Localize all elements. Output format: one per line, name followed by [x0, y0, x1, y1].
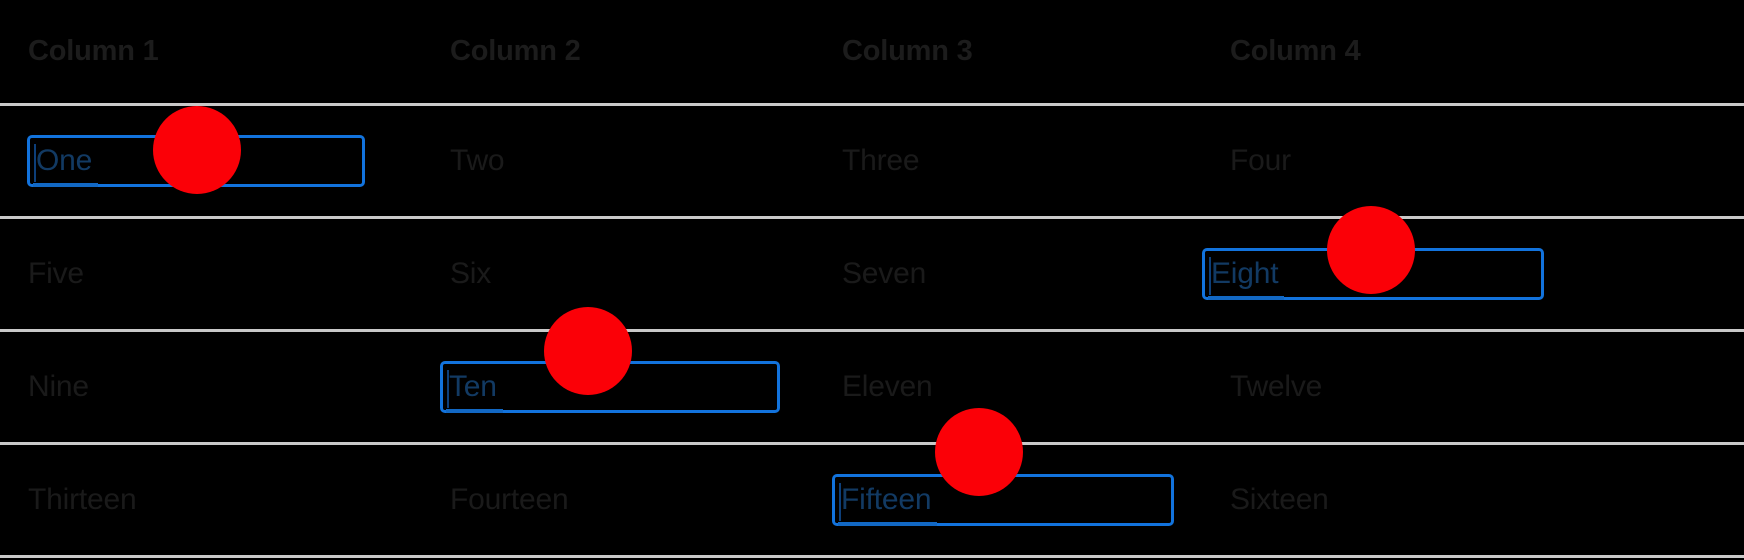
column-header-label: Column 3: [842, 35, 973, 67]
cell-text-input[interactable]: One: [27, 135, 365, 187]
table-cell-r3c2[interactable]: Ten: [422, 332, 814, 442]
cell-value: Seven: [842, 257, 927, 290]
column-header-4[interactable]: Column 4: [1202, 0, 1744, 103]
cell-text-input[interactable]: Fifteen: [832, 474, 1174, 526]
text-caret: [839, 483, 841, 521]
table-cell-r2c4[interactable]: Eight: [1202, 219, 1744, 329]
table-cell-r1c1[interactable]: One: [0, 106, 422, 216]
table-row: Five Six Seven Eight: [0, 219, 1744, 332]
table-cell-r4c4[interactable]: Sixteen: [1202, 445, 1744, 555]
table-header-row: Column 1 Column 2 Column 3 Column 4: [0, 0, 1744, 106]
cell-value: Fifteen: [837, 483, 938, 526]
text-caret: [447, 370, 449, 408]
column-header-label: Column 4: [1230, 35, 1361, 67]
cell-value: Eight: [1207, 257, 1285, 300]
table-row: Thirteen Fourteen Fifteen Sixteen: [0, 445, 1744, 558]
column-header-label: Column 2: [450, 35, 581, 67]
table-cell-r2c2[interactable]: Six: [422, 219, 814, 329]
table-cell-r3c1[interactable]: Nine: [0, 332, 422, 442]
table-row: Nine Ten Eleven Twelve: [0, 332, 1744, 445]
table-cell-r3c4[interactable]: Twelve: [1202, 332, 1744, 442]
table-cell-r4c3[interactable]: Fifteen: [814, 445, 1202, 555]
table-cell-r4c2[interactable]: Fourteen: [422, 445, 814, 555]
cell-value: Three: [842, 144, 920, 177]
table-cell-r1c3[interactable]: Three: [814, 106, 1202, 216]
cell-value: One: [32, 144, 99, 187]
column-header-label: Column 1: [28, 35, 159, 67]
cell-value: Five: [28, 257, 84, 290]
cell-value: Ten: [446, 370, 503, 413]
cell-text-input[interactable]: Eight: [1202, 248, 1544, 300]
cell-value: Four: [1230, 144, 1291, 177]
text-caret: [34, 144, 36, 182]
cell-value: Eleven: [842, 370, 933, 403]
cell-value: Two: [450, 144, 505, 177]
table-cell-r4c1[interactable]: Thirteen: [0, 445, 422, 555]
column-header-2[interactable]: Column 2: [422, 0, 814, 103]
column-header-1[interactable]: Column 1: [0, 0, 422, 103]
table-cell-r1c4[interactable]: Four: [1202, 106, 1744, 216]
table-cell-r2c1[interactable]: Five: [0, 219, 422, 329]
cell-text-input[interactable]: Ten: [440, 361, 780, 413]
table-cell-r2c3[interactable]: Seven: [814, 219, 1202, 329]
cell-value: Fourteen: [450, 483, 569, 516]
cell-value: Six: [450, 257, 492, 290]
cell-value: Thirteen: [28, 483, 137, 516]
table-cell-r3c3[interactable]: Eleven: [814, 332, 1202, 442]
table-row: One Two Three Four: [0, 106, 1744, 219]
cell-value: Twelve: [1230, 370, 1323, 403]
text-caret: [1209, 257, 1211, 295]
column-header-3[interactable]: Column 3: [814, 0, 1202, 103]
cell-value: Nine: [28, 370, 89, 403]
table-cell-r1c2[interactable]: Two: [422, 106, 814, 216]
cell-value: Sixteen: [1230, 483, 1329, 516]
